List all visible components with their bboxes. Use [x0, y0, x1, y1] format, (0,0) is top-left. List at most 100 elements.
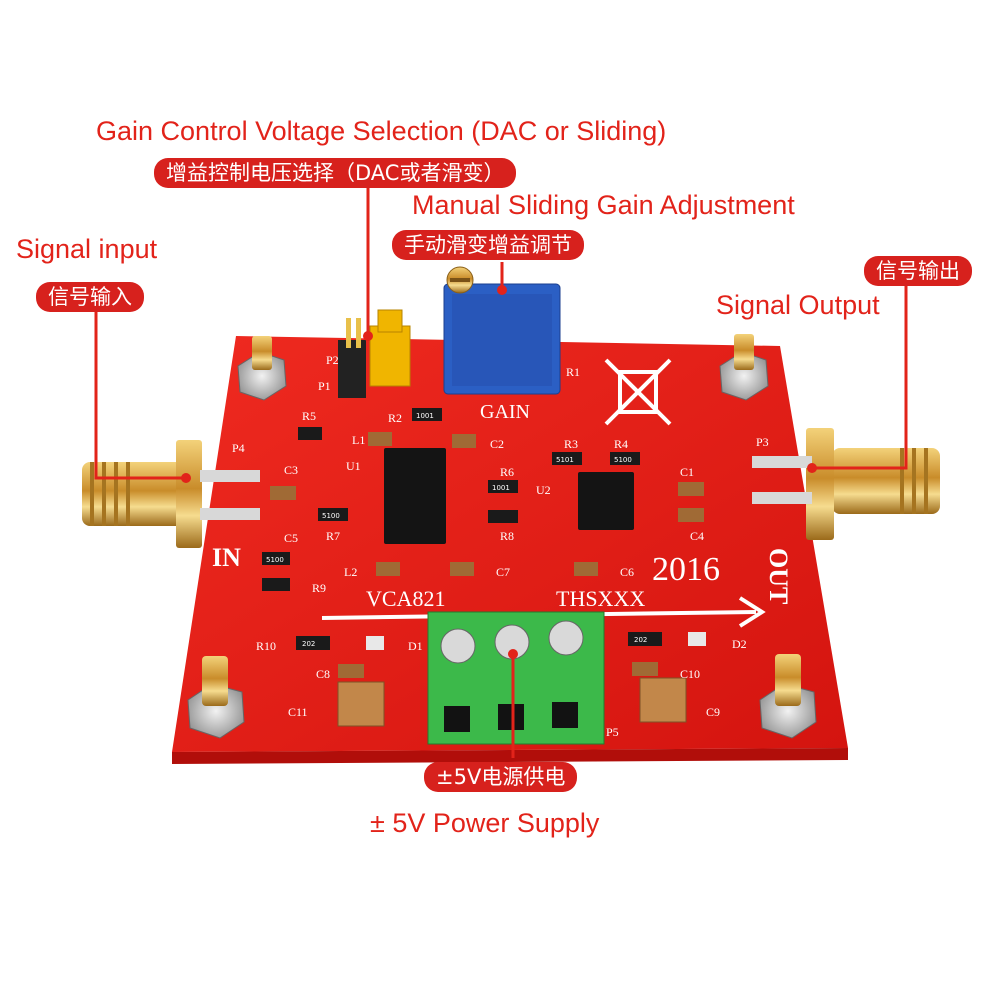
silk-designators: P1 P2 R1 R2 R5 L1 C2 U1 P4 C3 R3 R4 P3 R…	[232, 353, 769, 739]
standoff-bottom-left	[187, 656, 245, 739]
sma-connector-output	[752, 428, 940, 540]
smd-capacitor	[452, 434, 476, 448]
trimmer-potentiometer	[443, 266, 561, 395]
power-title: ± 5V Power Supply	[370, 808, 600, 838]
callout-lines	[94, 186, 908, 758]
code-label: 1001	[492, 484, 510, 492]
smd-capacitor	[368, 432, 392, 446]
signal-input-label-cn: 信号输入	[36, 282, 144, 312]
led	[688, 632, 706, 646]
weee-symbol	[604, 358, 672, 426]
silk-label: R10	[256, 639, 276, 653]
silk-label: R1	[566, 365, 580, 379]
smd-capacitor	[338, 664, 364, 678]
manual-gain-label-cn: 手动滑变增益调节	[392, 230, 584, 260]
silk-label: L2	[344, 565, 357, 579]
silk-label: C11	[288, 705, 308, 719]
leader-dot	[807, 463, 817, 473]
silk-label: R9	[312, 581, 326, 595]
standoff-top-left	[237, 336, 287, 401]
component-codes: 1001 5101 5100 1001 5100 5100 202 202	[266, 412, 647, 648]
silk-label: D1	[408, 639, 423, 653]
silk-label: C5	[284, 531, 298, 545]
manual-gain-title: Manual Sliding Gain Adjustment	[412, 190, 795, 220]
silk-label: U2	[536, 483, 551, 497]
smd-capacitor	[450, 562, 474, 576]
silk-label: R7	[326, 529, 340, 543]
smd-resistor	[488, 510, 518, 523]
silk-vca: VCA821	[366, 586, 445, 611]
code-label: 5100	[322, 512, 340, 520]
silk-label: C6	[620, 565, 634, 579]
smd-resistor	[262, 552, 290, 565]
smd-capacitor	[376, 562, 400, 576]
smd-resistor	[552, 452, 582, 465]
silk-label: C1	[680, 465, 694, 479]
code-label: 5101	[556, 456, 574, 464]
code-label: 1001	[416, 412, 434, 420]
signal-output-title: Signal Output	[716, 290, 880, 320]
silk-label: C10	[680, 667, 700, 681]
leader-dot	[363, 331, 373, 341]
silk-label: R3	[564, 437, 578, 451]
silk-in: IN	[212, 543, 241, 572]
code-label: 202	[302, 640, 315, 648]
silk-label: R8	[500, 529, 514, 543]
tantalum-capacitor	[639, 677, 687, 723]
tantalum-capacitor	[337, 681, 385, 727]
smd-capacitor	[632, 662, 658, 676]
smd-capacitor	[678, 482, 704, 496]
silk-label: C8	[316, 667, 330, 681]
silk-ths: THSXXX	[556, 586, 645, 611]
jumper-header	[338, 309, 411, 398]
ic-ths	[578, 472, 634, 530]
signal-output-label-cn: 信号输出	[864, 256, 972, 286]
silk-label: C3	[284, 463, 298, 477]
smd-capacitor	[678, 508, 704, 522]
silk-label: C2	[490, 437, 504, 451]
silk-label: D2	[732, 637, 747, 651]
pcb-edge	[172, 748, 848, 764]
silk-label: R6	[500, 465, 514, 479]
smd-resistor	[488, 480, 518, 493]
silk-label: U1	[346, 459, 361, 473]
pcb-board	[172, 336, 848, 752]
leader-signal-input	[94, 312, 186, 480]
silk-label: P3	[756, 435, 769, 449]
silk-year: 2016	[652, 551, 720, 588]
signal-input-title: Signal input	[16, 234, 158, 264]
silk-label: P1	[318, 379, 331, 393]
leader-dot	[508, 649, 518, 659]
smd-resistor	[610, 452, 640, 465]
led	[366, 636, 384, 650]
silk-label: R4	[614, 437, 628, 451]
power-label-cn: ±5V电源供电	[424, 762, 578, 792]
silk-label: C7	[496, 565, 510, 579]
smd-resistor	[262, 578, 290, 591]
gain-control-label-cn: 增益控制电压选择（DAC或者滑变）	[154, 158, 517, 188]
silk-label: C9	[706, 705, 720, 719]
standoff-bottom-right	[759, 654, 817, 739]
smd-resistor	[318, 508, 348, 521]
silk-label: P4	[232, 441, 245, 455]
ic-vca821	[384, 448, 446, 544]
code-label: 5100	[266, 556, 284, 564]
standoff-top-right	[719, 334, 769, 401]
code-label: 202	[634, 636, 647, 644]
code-label: 5100	[614, 456, 632, 464]
silk-label: P2	[326, 353, 339, 367]
silk-label: R2	[388, 411, 402, 425]
silk-label: R5	[302, 409, 316, 423]
gain-control-title: Gain Control Voltage Selection (DAC or S…	[96, 116, 667, 146]
smd-resistor	[628, 632, 662, 646]
leader-signal-output	[812, 286, 908, 470]
silk-label: L1	[352, 433, 365, 447]
smd-resistor	[296, 636, 330, 650]
silk-label: P5	[606, 725, 619, 739]
smd-capacitor	[270, 486, 296, 500]
smd-capacitor	[574, 562, 598, 576]
smd-resistor	[412, 408, 442, 421]
leader-dot	[181, 473, 191, 483]
silk-gain: GAIN	[480, 401, 530, 423]
